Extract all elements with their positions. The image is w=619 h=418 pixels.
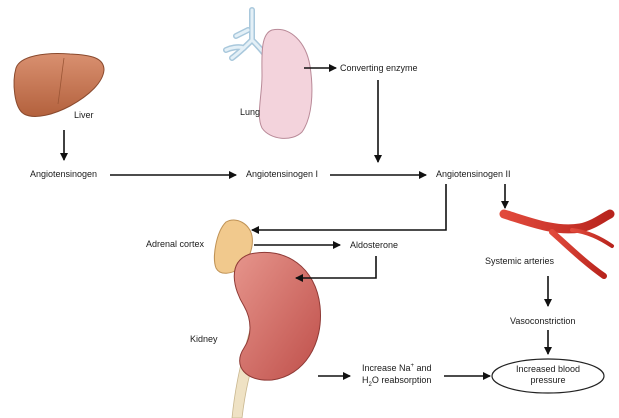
liver-illustration [14, 54, 104, 117]
label-converting-enzyme: Converting enzyme [340, 63, 418, 74]
label-adrenal-cortex: Adrenal cortex [146, 239, 204, 250]
label-increase-na: Increase Na+ and [362, 363, 432, 374]
label-angiotensinogen-1: Angiotensinogen I [246, 169, 318, 180]
arrow-ang2-to-adrenal [252, 184, 446, 230]
lung-illustration [226, 10, 312, 138]
label-increased-bp-line1: Increased blood [492, 364, 604, 375]
label-increased-bp-line2: pressure [492, 375, 604, 386]
label-kidney: Kidney [190, 334, 218, 345]
label-h2o-reabsorption: H2O reabsorption [362, 375, 431, 386]
label-aldosterone: Aldosterone [350, 240, 398, 251]
label-liver: Liver [74, 110, 94, 121]
label-angiotensinogen: Angiotensinogen [30, 169, 97, 180]
kidney-illustration [234, 252, 320, 380]
label-vasoconstriction: Vasoconstriction [510, 316, 575, 327]
label-angiotensinogen-2: Angiotensinogen II [436, 169, 511, 180]
label-lung: Lung [240, 107, 260, 118]
label-systemic-arteries: Systemic arteries [485, 256, 554, 267]
